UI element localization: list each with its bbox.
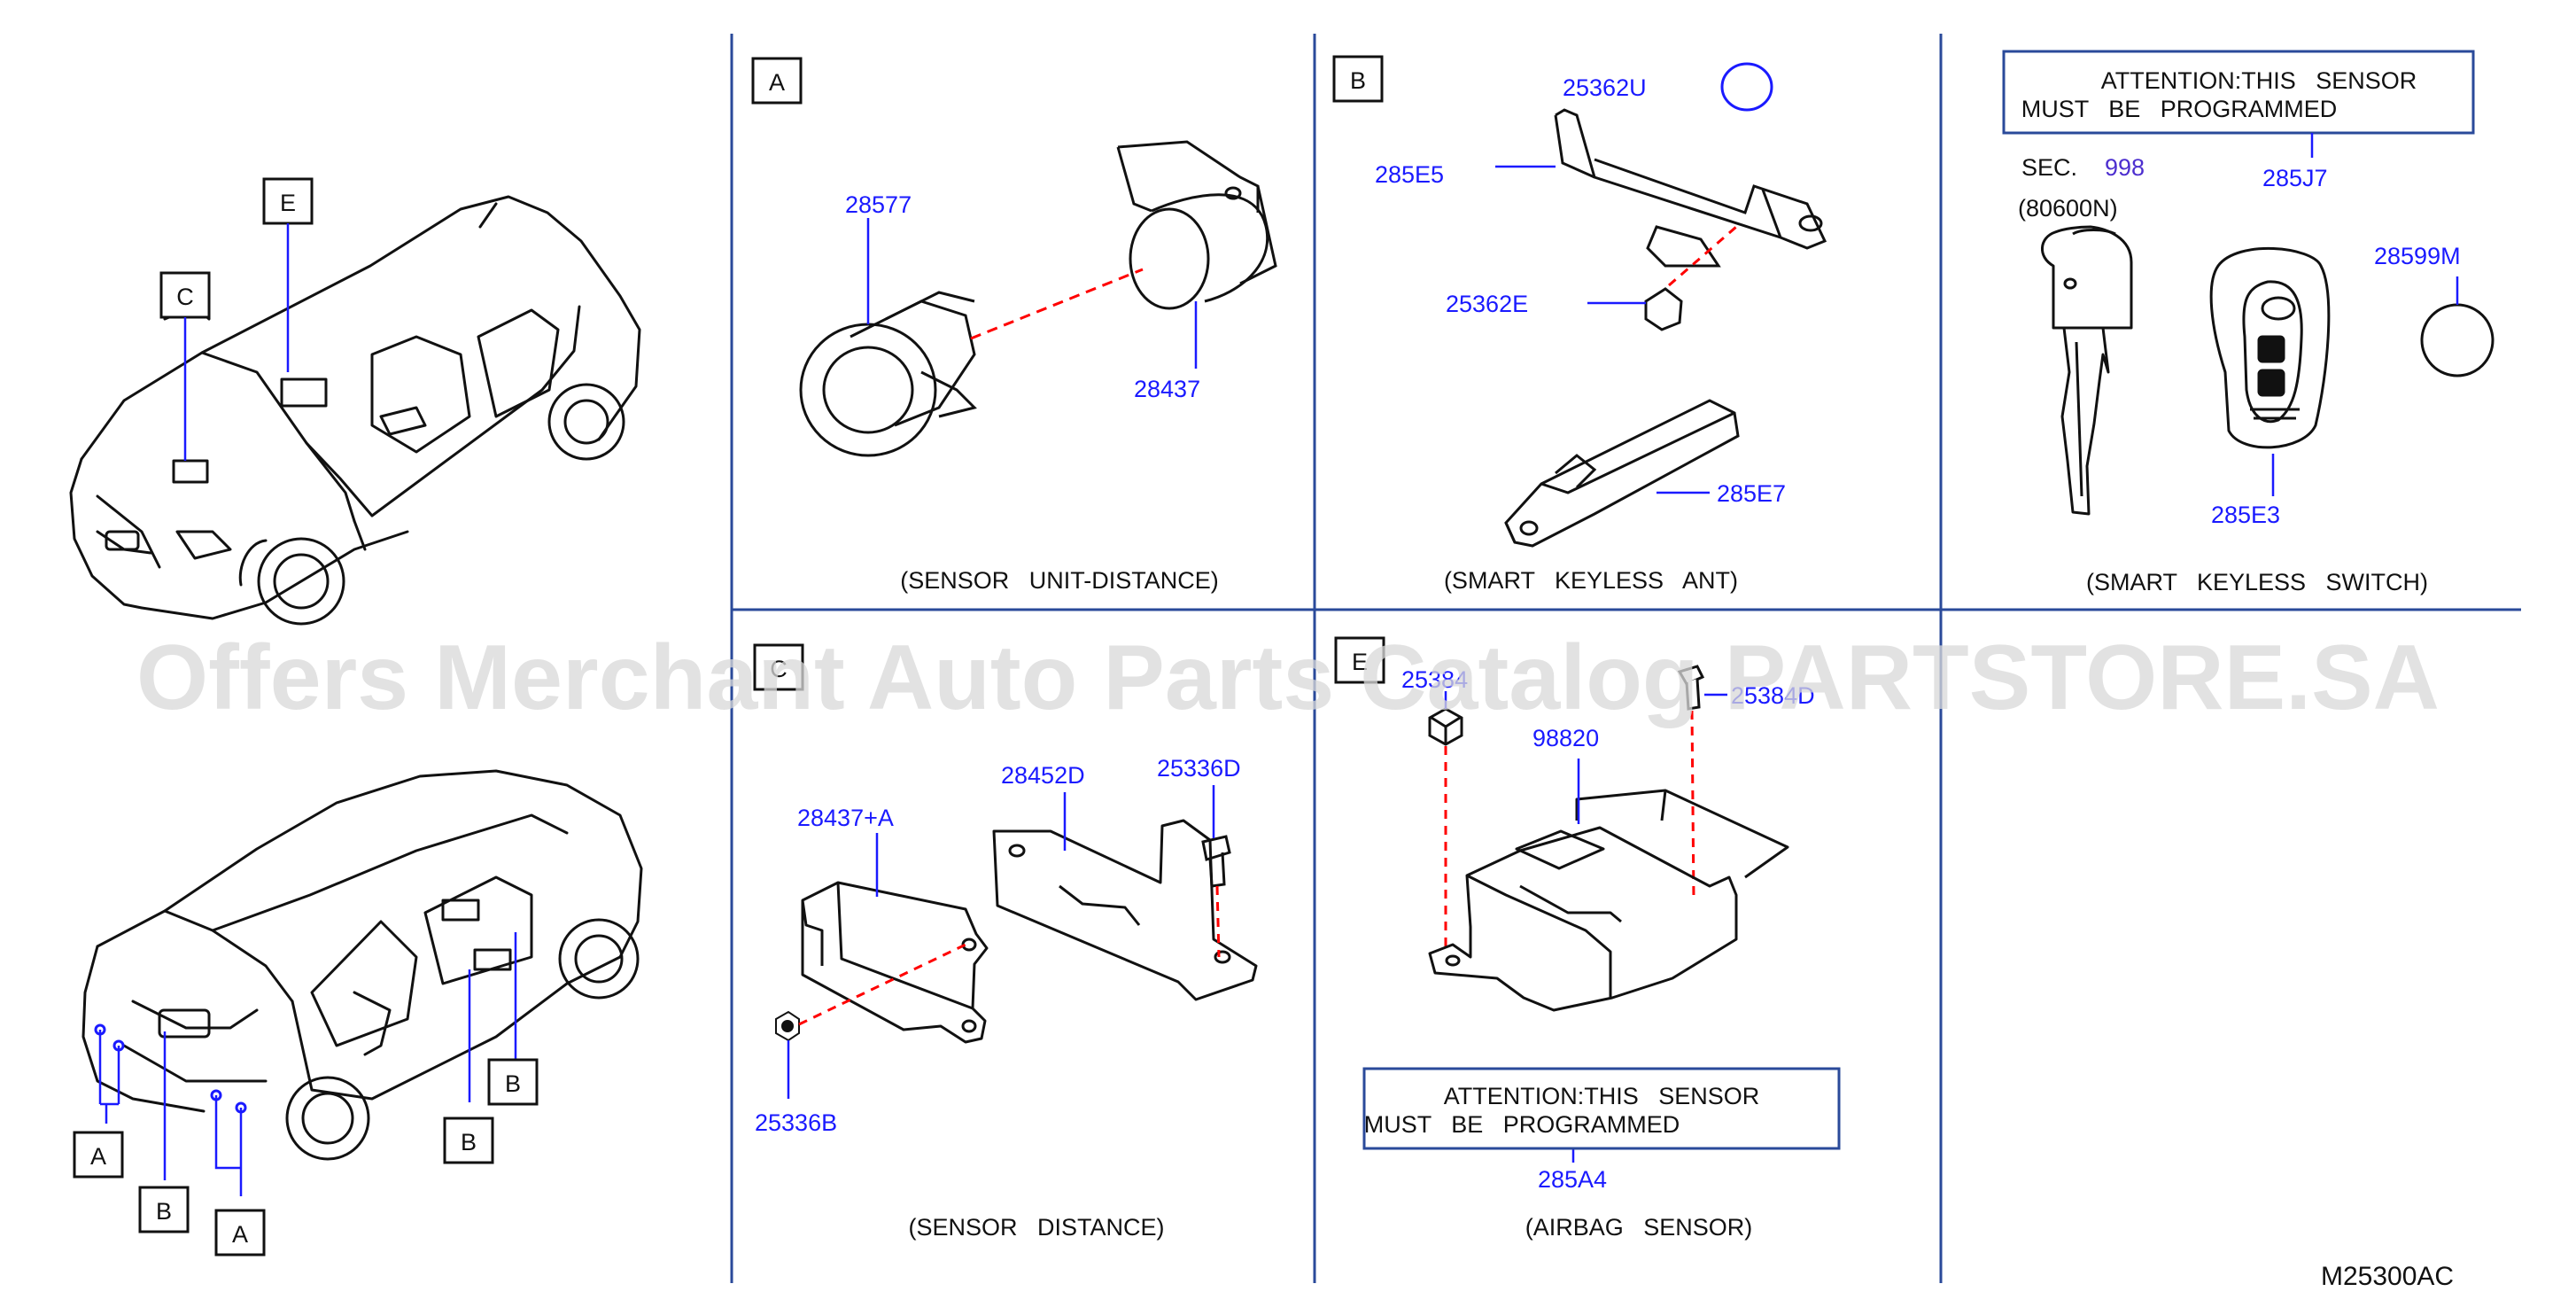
panel-grid: [730, 34, 2521, 1283]
callout-E-top: E: [262, 177, 314, 372]
callout-B-2: B: [443, 1117, 494, 1164]
callout-B-3: B: [487, 1058, 539, 1106]
callout-label: C: [176, 284, 194, 310]
distance-sensor-28437A[interactable]: [801, 881, 989, 1044]
callout-B-1: B: [138, 1186, 190, 1233]
panel-caption: (AIRBAG SENSOR): [1525, 1214, 1753, 1241]
part-label-285A4[interactable]: 285A4: [1538, 1166, 1607, 1193]
nut-25336B[interactable]: [775, 1010, 800, 1042]
callout-label: B: [505, 1070, 521, 1097]
attention-line1: ATTENTION:THIS SENSOR: [2101, 67, 2417, 94]
part-label-28577[interactable]: 28577: [845, 191, 912, 218]
panel-A: A 28577 28437 (SENSOR UNIT-DISTANCE): [751, 57, 1277, 594]
part-label-285E3[interactable]: 285E3: [2211, 502, 2280, 528]
panel-keyless-switch: ATTENTION:THIS SENSOR MUST BE PROGRAMMED…: [2002, 50, 2495, 595]
panel-letter: E: [1352, 649, 1368, 675]
panel-B: B 25362U 285E5 25362E 285E7 (SMA: [1332, 55, 1827, 594]
part-label-25362E[interactable]: 25362E: [1446, 291, 1528, 317]
part-label-25384D[interactable]: 25384D: [1731, 682, 1815, 709]
part-label-28452D[interactable]: 28452D: [1001, 762, 1085, 789]
callout-label: B: [156, 1198, 172, 1225]
callout-A-2: A: [214, 1209, 266, 1257]
attention-box-top: [2002, 50, 2475, 135]
panel-letter: B: [1350, 67, 1366, 94]
battery-28599M[interactable]: [2420, 303, 2495, 377]
leader-dash: [970, 268, 1144, 340]
part-label-25336D[interactable]: 25336D: [1157, 755, 1241, 782]
callout-label: B: [461, 1129, 477, 1155]
part-label-98820[interactable]: 98820: [1532, 725, 1599, 751]
attention-line2: MUST BE PROGRAMMED: [2021, 96, 2338, 122]
part-label-285E5[interactable]: 285E5: [1375, 161, 1444, 188]
nut-25384[interactable]: [1428, 707, 1463, 746]
antenna-bracket-285E5[interactable]: [1554, 108, 1827, 268]
car-overview-top: [69, 195, 641, 626]
part-label-28599M[interactable]: 28599M: [2374, 243, 2461, 269]
part-label-25362U[interactable]: 25362U: [1563, 74, 1647, 101]
callout-label: A: [90, 1143, 106, 1170]
callout-A-1: A: [73, 1131, 124, 1179]
callout-label: E: [280, 190, 296, 216]
sec-label: SEC.: [2021, 154, 2077, 181]
watermark-text: Offers Merchant Auto Parts Catalog PARTS…: [136, 626, 2440, 729]
figure-code: M25300AC: [2321, 1262, 2454, 1291]
part-label-285J7[interactable]: 285J7: [2262, 165, 2328, 191]
smart-key-fob-285E3[interactable]: [2209, 246, 2331, 449]
panel-caption: (SMART KEYLESS ANT): [1444, 567, 1738, 594]
attention-box-bottom: [1362, 1067, 1841, 1150]
panel-caption: (SENSOR UNIT-DISTANCE): [900, 567, 1219, 594]
airbag-sensor-98820[interactable]: [1428, 789, 1789, 1012]
panel-caption: (SMART KEYLESS SWITCH): [2086, 569, 2428, 595]
part-label-28437A[interactable]: 28437+A: [797, 805, 894, 831]
part-label-28437[interactable]: 28437: [1134, 376, 1200, 402]
panel-C: C 28452D 2533: [753, 643, 1258, 1241]
car-overview-bottom: [81, 769, 643, 1161]
bolt-25384D[interactable]: [1677, 665, 1705, 711]
part-label-285E7[interactable]: 285E7: [1717, 480, 1786, 507]
sensor-unit-28437[interactable]: [1116, 140, 1277, 310]
part-label-25336B[interactable]: 25336B: [755, 1109, 837, 1136]
sec-number[interactable]: 998: [2105, 154, 2145, 181]
panel-caption: (SENSOR DISTANCE): [908, 1214, 1164, 1241]
panel-letter: C: [770, 656, 788, 682]
callout-label: A: [232, 1221, 248, 1248]
panel-letter: A: [769, 69, 785, 96]
antenna-285E7[interactable]: [1504, 399, 1740, 548]
part-label-25384[interactable]: 25384: [1401, 666, 1468, 693]
callout-C-top: C: [159, 271, 211, 461]
sensor-bezel-28577[interactable]: [799, 291, 977, 457]
clip-25362E[interactable]: [1644, 287, 1683, 331]
attention-line2: MUST BE PROGRAMMED: [1364, 1111, 1680, 1138]
bolt-25336D[interactable]: [1201, 835, 1231, 888]
panel-E: E 25384 25384D 98820 ATT: [1334, 636, 1841, 1241]
bracket-28452D[interactable]: [992, 819, 1258, 1001]
mechanical-key[interactable]: [2041, 225, 2133, 516]
attention-line1: ATTENTION:THIS SENSOR: [1444, 1083, 1760, 1109]
grommet-25362U[interactable]: [1720, 62, 1773, 112]
callouts-bottom: [98, 932, 517, 1196]
key-blank-code: (80600N): [2018, 195, 2118, 222]
